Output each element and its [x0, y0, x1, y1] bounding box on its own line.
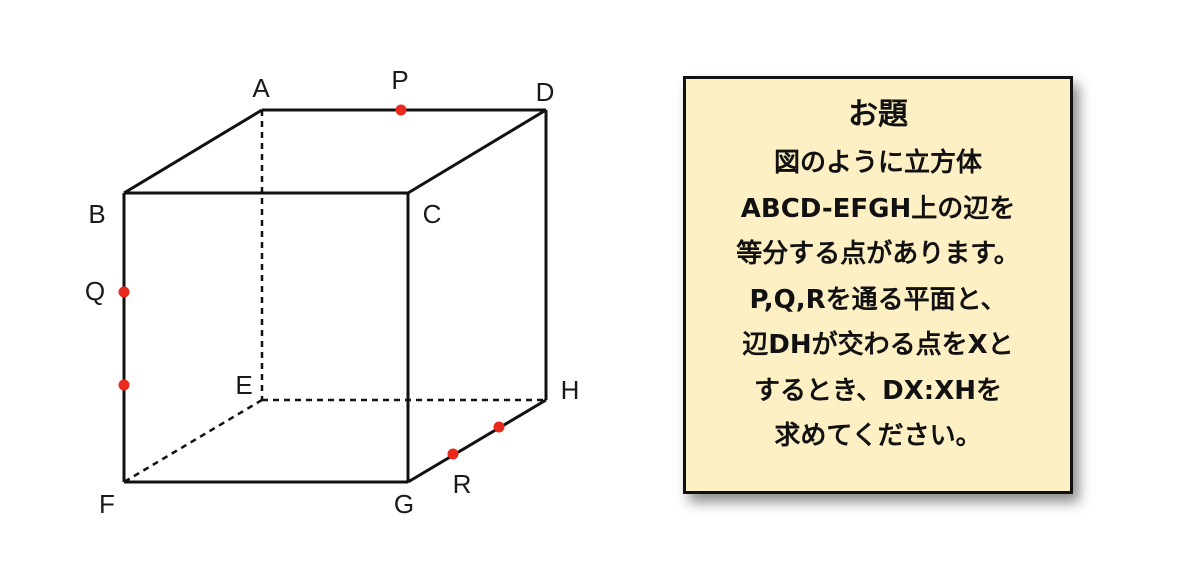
- point-label-R: R: [453, 469, 472, 499]
- prompt-line: ABCD-EFGH上の辺を: [740, 193, 1016, 224]
- prompt-line: 等分する点があります。: [736, 239, 1020, 269]
- prompt-line: 求めてください。: [774, 421, 982, 451]
- prompt-body: 図のように立方体 ABCD-EFGH上の辺を 等分する点があります。 P,Q,R…: [686, 141, 1070, 460]
- prompt-box: お題 図のように立方体 ABCD-EFGH上の辺を 等分する点があります。 P,…: [683, 76, 1073, 494]
- edge-GH: [407, 398, 547, 484]
- vertex-label-C: C: [423, 199, 442, 229]
- edge-AB: [123, 108, 263, 195]
- edge-DC: [407, 108, 547, 195]
- hidden-edge-EF: [123, 398, 263, 484]
- point-P: [395, 104, 407, 116]
- vertex-label-A: A: [252, 73, 270, 103]
- vertex-label-H: H: [561, 375, 580, 405]
- point-label-P: P: [391, 65, 408, 95]
- vertex-label-F: F: [99, 489, 115, 519]
- vertex-label-B: B: [88, 199, 105, 229]
- point-Q: [118, 286, 130, 298]
- prompt-line: P,Q,Rを通る平面と、: [749, 284, 1007, 315]
- point-label-Q: Q: [85, 276, 105, 306]
- vertex-label-G: G: [394, 489, 414, 519]
- vertex-label-E: E: [235, 370, 252, 400]
- prompt-line: するとき、DX:XHを: [753, 375, 1002, 406]
- division-point-BF-lower: [118, 379, 130, 391]
- prompt-title: お題: [848, 97, 908, 132]
- division-point-GH-upper: [493, 421, 505, 433]
- prompt-line: 図のように立方体: [773, 148, 982, 178]
- point-R: [447, 448, 459, 460]
- cube-diagram: A D B C E H F G P Q R: [85, 65, 580, 519]
- prompt-line: 辺DHが交わる点をXと: [742, 330, 1014, 360]
- vertex-label-D: D: [536, 77, 555, 107]
